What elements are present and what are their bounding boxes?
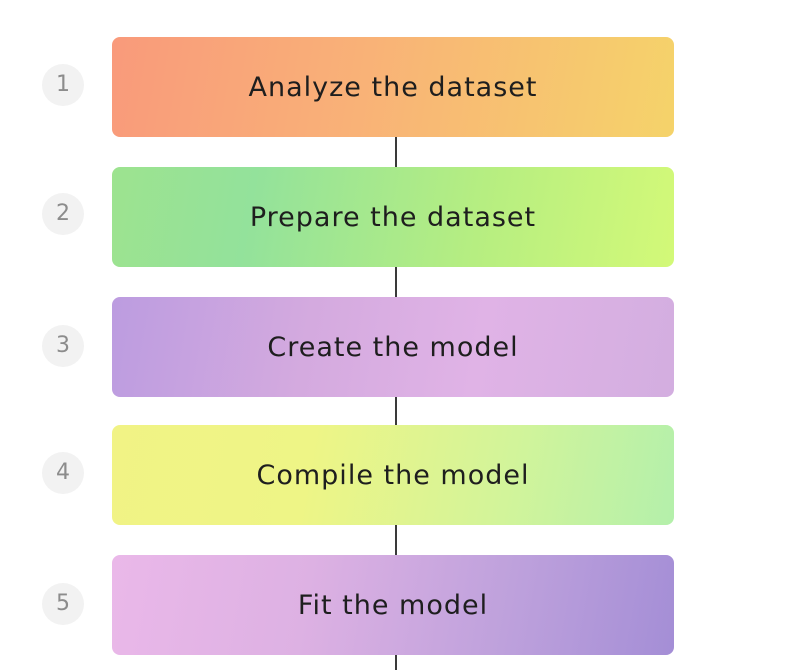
step-label: Fit the model	[297, 589, 489, 621]
step-label: Compile the model	[256, 459, 530, 491]
step-box-create-model: Create the model	[112, 297, 674, 397]
step-label: Create the model	[267, 331, 519, 363]
step-number-1: 1	[42, 64, 84, 106]
connector-line-4-5	[395, 524, 397, 555]
step-label: Analyze the dataset	[248, 71, 538, 103]
step-number-2: 2	[42, 193, 84, 235]
connector-line-3-4	[395, 396, 397, 425]
step-number-4: 4	[42, 452, 84, 494]
connector-line-2-3	[395, 266, 397, 297]
step-number-3: 3	[42, 325, 84, 367]
step-box-prepare-dataset: Prepare the dataset	[112, 167, 674, 267]
step-box-analyze-dataset: Analyze the dataset	[112, 37, 674, 137]
connector-line-5-next	[395, 654, 397, 670]
connector-line-1-2	[395, 136, 397, 167]
step-box-compile-model: Compile the model	[112, 425, 674, 525]
step-label: Prepare the dataset	[249, 201, 537, 233]
step-box-fit-model: Fit the model	[112, 555, 674, 655]
step-number-5: 5	[42, 583, 84, 625]
